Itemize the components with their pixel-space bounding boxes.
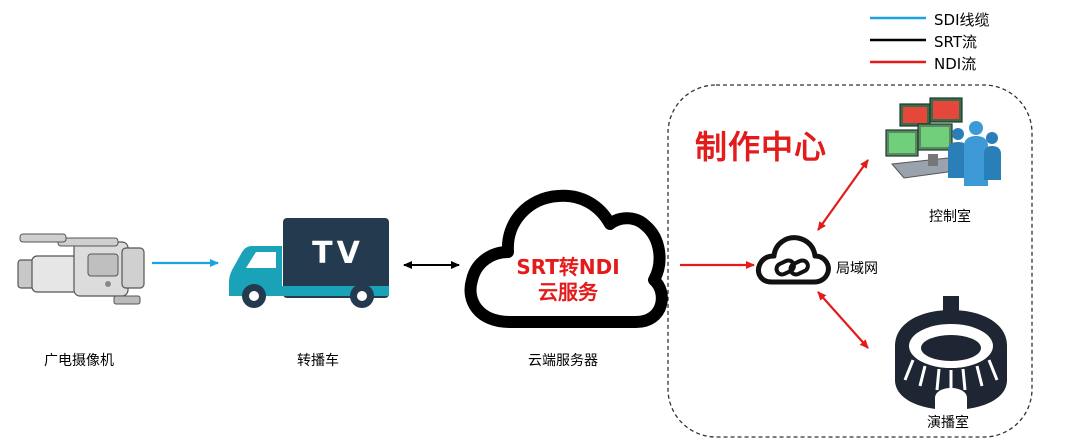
stadium-studio-icon bbox=[895, 296, 1007, 410]
production-center-boundary bbox=[667, 84, 1033, 438]
network-link-icon bbox=[756, 235, 831, 285]
cloud-icon bbox=[464, 189, 668, 328]
ndi-link-lan-studio bbox=[817, 291, 869, 349]
legend bbox=[870, 16, 926, 64]
control-room-workstation-icon bbox=[885, 97, 1001, 186]
ob-van-truck-icon bbox=[229, 218, 389, 308]
camera-label: 广电摄像机 bbox=[44, 353, 114, 369]
truck-tv-badge: TV bbox=[312, 236, 364, 271]
control-room-label: 控制室 bbox=[929, 209, 971, 225]
cloud-service-line2: 云服务 bbox=[538, 280, 598, 304]
cloud-service-line1: SRT转NDI bbox=[516, 255, 620, 279]
broadcast-camera-icon bbox=[17, 233, 145, 305]
legend-label-srt: SRT流 bbox=[934, 33, 978, 51]
studio-label: 演播室 bbox=[927, 415, 969, 431]
truck-label: 转播车 bbox=[297, 353, 339, 369]
legend-label-ndi: NDI流 bbox=[934, 55, 977, 73]
production-center-title: 制作中心 bbox=[695, 128, 828, 166]
lan-label: 局域网 bbox=[836, 261, 878, 277]
legend-label-sdi: SDI线缆 bbox=[934, 11, 990, 29]
cloud-server-label: 云端服务器 bbox=[528, 353, 598, 369]
ndi-link-lan-control-room bbox=[817, 159, 869, 231]
